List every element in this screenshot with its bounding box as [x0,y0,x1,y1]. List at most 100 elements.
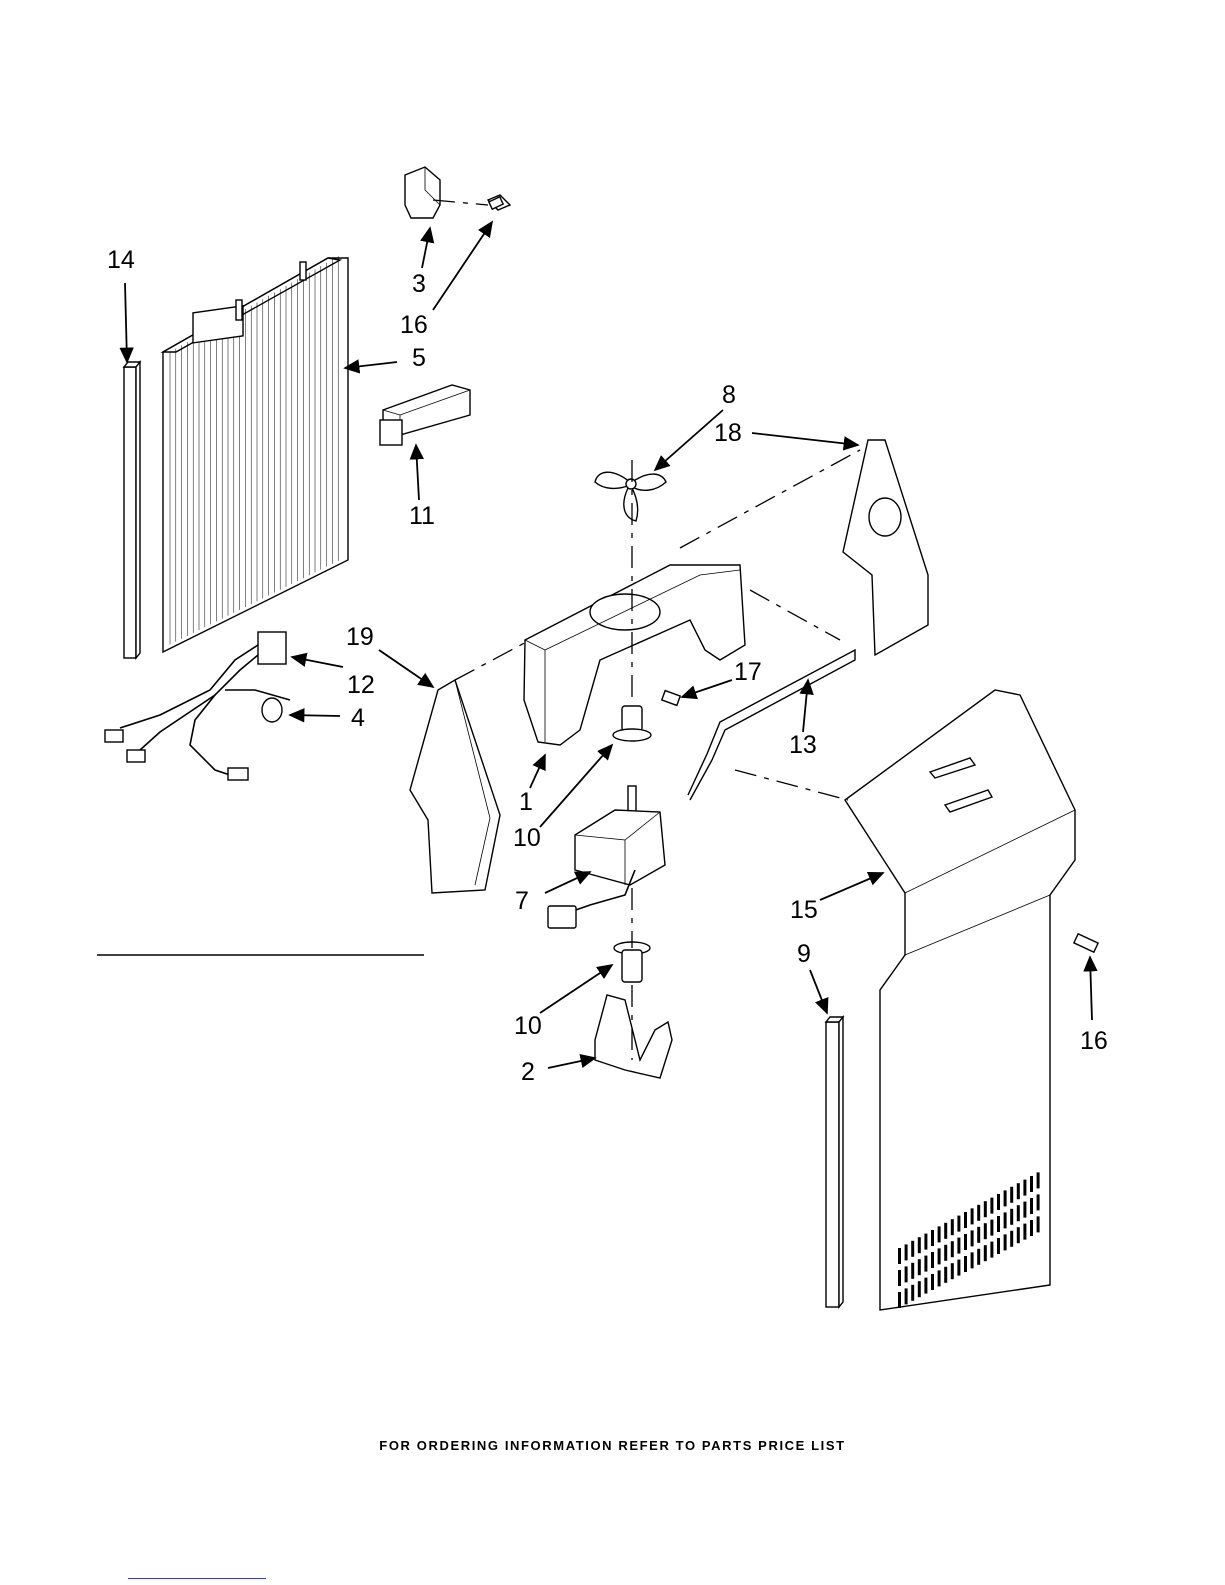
vent-slot [944,1267,947,1283]
vent-slot [1030,1176,1033,1192]
vent-slot [984,1245,987,1261]
callout-label: 3 [412,270,426,298]
vent-slot [957,1216,960,1232]
callout-label: 16 [400,311,428,339]
callout-label: 14 [107,246,135,274]
vent-slot [951,1219,954,1235]
vent-slot [990,1198,993,1214]
vent-slot [911,1263,914,1279]
screw-right [1074,934,1098,952]
vent-slot [1010,1187,1013,1203]
vent-slot [911,1241,914,1257]
vent-slot [1017,1183,1020,1199]
seal-strip-left [124,362,140,658]
vent-slot [1037,1216,1040,1232]
vent-slot [938,1270,941,1286]
vent-slot [971,1230,974,1246]
vent-slot [931,1230,934,1246]
vent-slot [905,1244,908,1260]
vent-slot [1004,1190,1007,1206]
vent-slot [1017,1227,1020,1243]
bracket-top [405,167,440,218]
vent-slot [971,1208,974,1224]
vent-slot [977,1227,980,1243]
vent-slot [971,1252,974,1268]
vent-slot [984,1201,987,1217]
vent-slot [1017,1205,1020,1221]
vent-slot [944,1245,947,1261]
callout-label: 7 [515,887,529,915]
vent-slot [1004,1212,1007,1228]
vent-slot [1023,1202,1026,1218]
vent-slot [905,1266,908,1282]
vent-slot [1004,1234,1007,1250]
evaporator-cover-panel [163,256,348,652]
vent-slot [924,1278,927,1294]
callout-label: 12 [347,671,375,699]
vent-slot [990,1220,993,1236]
vent-slot [997,1238,1000,1254]
grommet-upper [613,706,651,741]
vent-slot [957,1238,960,1254]
vent-slot [918,1281,921,1297]
vent-slot [905,1288,908,1304]
motor-bracket [595,995,672,1078]
vent-slot [918,1237,921,1253]
wire-bracket [688,650,855,800]
callout-label: 17 [734,658,762,686]
callout-label: 1 [519,788,533,816]
callout-label: 10 [513,824,541,852]
callout-label: 19 [346,623,374,651]
vent-slot [977,1249,980,1265]
seal-strip-right [826,1017,843,1307]
vent-slot [938,1248,941,1264]
vent-slot [951,1241,954,1257]
callout-label: 10 [514,1012,542,1040]
vent-slot [931,1252,934,1268]
end-panel-right [843,440,928,655]
end-panel-left [410,680,500,893]
vent-slot [918,1259,921,1275]
vent-slot [898,1270,901,1286]
vent-slot [964,1234,967,1250]
vent-slot [924,1256,927,1272]
fan-motor [548,786,665,928]
vent-slot [944,1223,947,1239]
vent-slot [938,1226,941,1242]
callout-label: 13 [789,731,817,759]
bottom-link-underline [128,1578,266,1579]
screw-housing [662,691,680,706]
callout-label: 8 [722,381,736,409]
vent-slot [924,1234,927,1250]
vent-slot [957,1260,960,1276]
vent-slot [1030,1220,1033,1236]
vent-slot [964,1256,967,1272]
vent-slot [898,1248,901,1264]
vent-slot [997,1216,1000,1232]
callout-label: 16 [1080,1027,1108,1055]
vent-slot [984,1223,987,1239]
callout-label: 2 [521,1058,535,1086]
callout-label: 11 [409,502,435,530]
screw-top [488,195,510,210]
callout-label: 4 [351,704,365,732]
vent-slot [1023,1180,1026,1196]
vent-slot [1030,1198,1033,1214]
callout-label: 9 [797,940,811,968]
vent-slot [931,1274,934,1290]
vent-slot [1037,1172,1040,1188]
vent-slot [977,1205,980,1221]
callout-label: 15 [790,896,818,924]
callout-label: 18 [714,419,742,447]
air-damper-bracket [380,385,470,445]
ordering-info-footer: FOR ORDERING INFORMATION REFER TO PARTS … [0,1438,1225,1453]
vent-slot [911,1285,914,1301]
vent-slot [964,1212,967,1228]
rear-panel [845,690,1075,1310]
vent-slot [1037,1194,1040,1210]
vent-slot [1023,1224,1026,1240]
vent-slot [1010,1209,1013,1225]
vent-slot [898,1292,901,1308]
callout-label: 5 [412,344,426,372]
